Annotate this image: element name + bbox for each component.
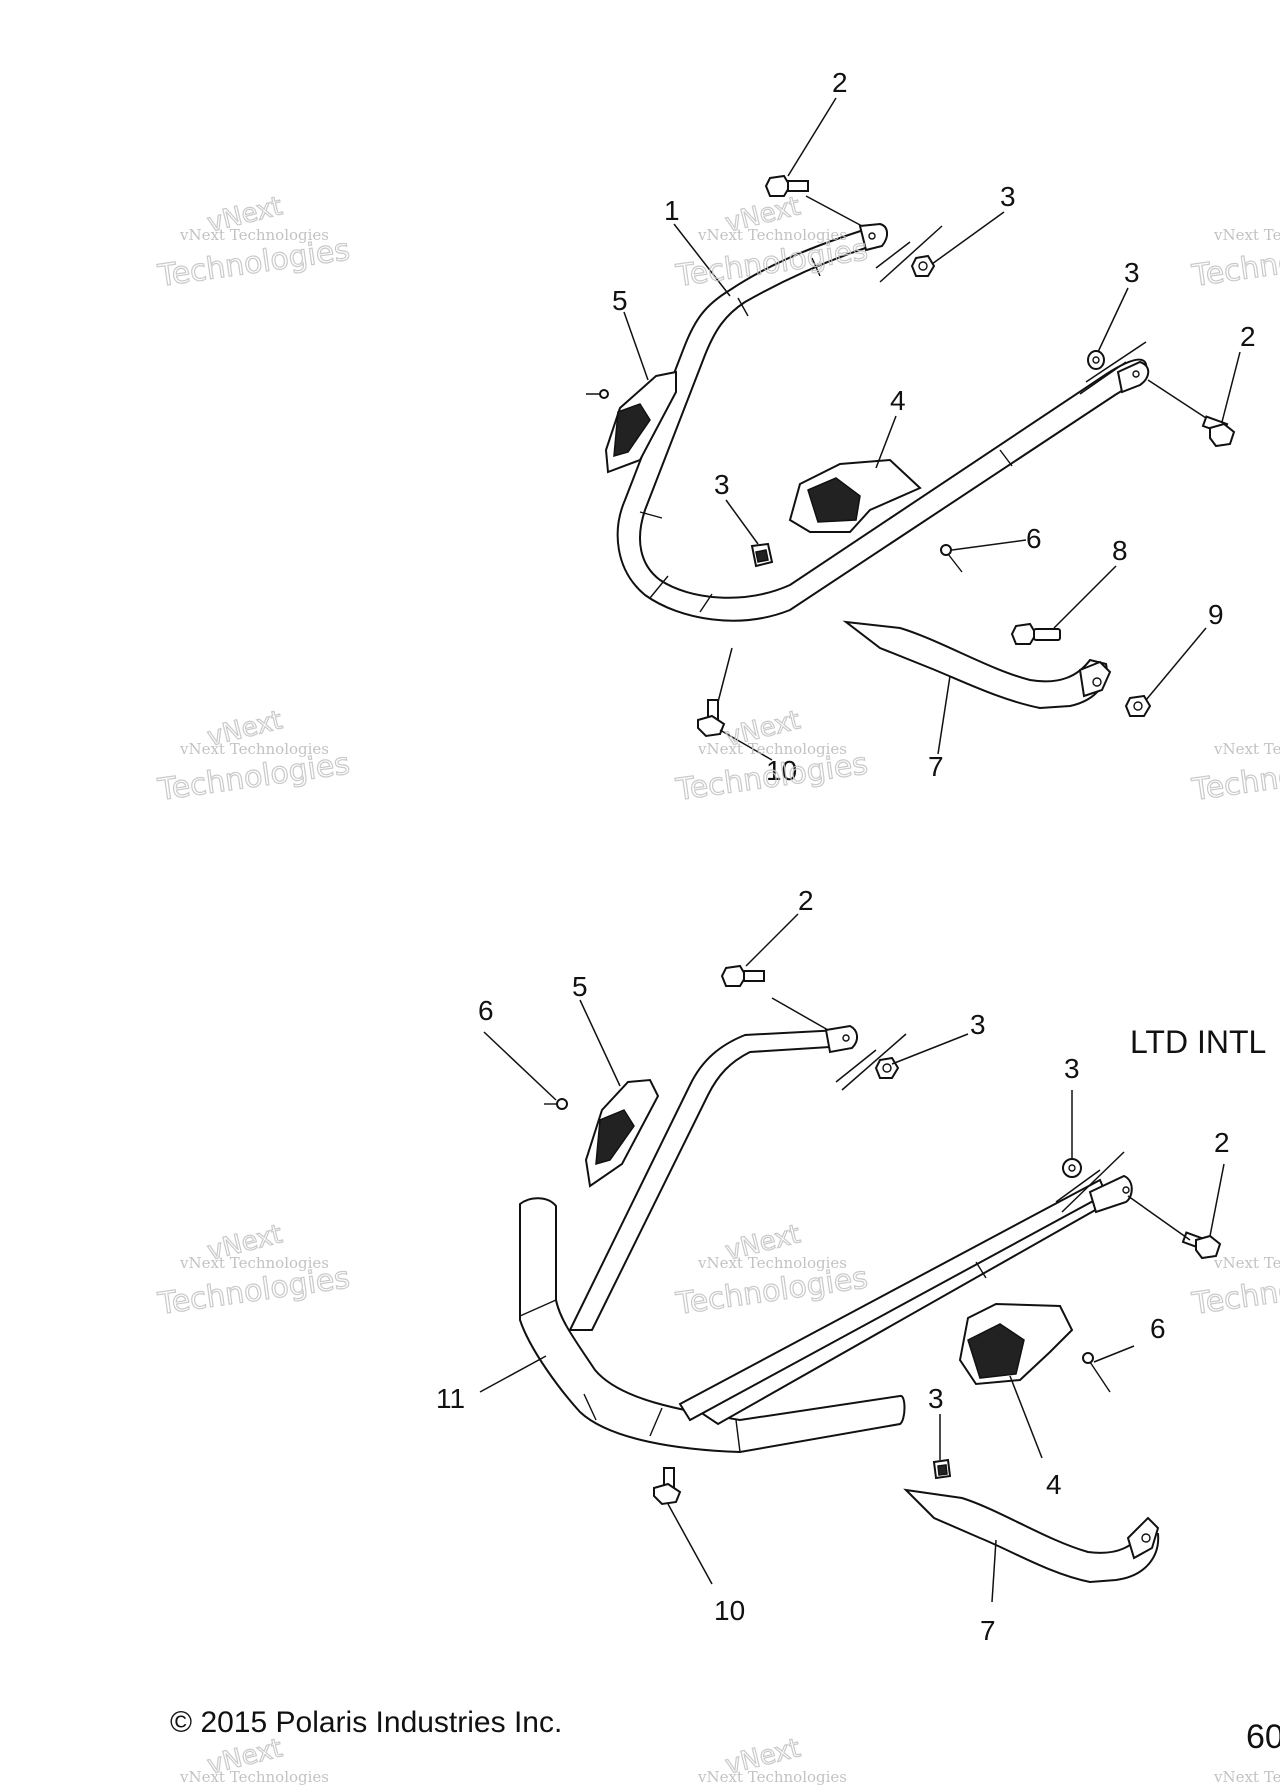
callout-top-5: 5 <box>612 285 628 316</box>
watermark: vNext Technologies Technologies <box>1189 1254 1280 1323</box>
block-4-top <box>788 458 922 533</box>
leader-lines-top <box>623 97 1241 761</box>
callout-top-6: 6 <box>1026 523 1042 554</box>
variant-label: LTD INTL <box>1130 1024 1267 1060</box>
tube-7-bottom <box>903 1488 1160 1584</box>
watermark: vNext Technologies <box>1213 1768 1280 1786</box>
watermark: vNext Technologies Technologies vNext <box>673 191 871 295</box>
bracket-5-bottom <box>584 1078 660 1188</box>
callout-top-3c: 3 <box>714 469 730 500</box>
clip-nut-3-bottom <box>932 1458 952 1480</box>
callout-top-2a: 2 <box>832 67 848 98</box>
bottom-assembly: 2 6 5 3 3 2 11 6 3 4 10 7 <box>436 885 1230 1646</box>
washer-3-right <box>1087 350 1105 370</box>
bumper-tube-11 <box>519 1024 1133 1454</box>
callout-top-2b: 2 <box>1240 321 1256 352</box>
svg-text:vNext Technologies: vNext Technologies <box>1213 740 1280 758</box>
callout-bottom-10: 10 <box>714 1595 745 1626</box>
callout-bottom-3a: 3 <box>970 1009 986 1040</box>
break-marks-bottom <box>835 1033 1125 1213</box>
top-assembly: 2 1 3 3 2 5 4 3 6 8 9 7 10 <box>586 67 1256 786</box>
svg-text:vNext Technologies: vNext Technologies <box>697 740 847 758</box>
nut-9 <box>1124 694 1152 717</box>
block-4-bottom <box>958 1302 1074 1386</box>
bolt-2-right <box>1201 415 1236 448</box>
callout-bottom-6b: 6 <box>1150 1313 1166 1344</box>
watermark: vNext Technologies Technologies vNext <box>155 191 353 295</box>
nut-3-bottom <box>874 1056 900 1079</box>
svg-text:vNext Technologies: vNext Technologies <box>697 226 847 244</box>
svg-text:vNext Technologies: vNext Technologies <box>179 1768 329 1786</box>
watermark: vNext Technologies Technologies <box>1189 740 1280 809</box>
watermark: vNext Technologies Technologies vNext <box>155 1219 353 1323</box>
bolt-10-top <box>697 699 726 738</box>
callout-top-9: 9 <box>1208 599 1224 630</box>
callout-top-4: 4 <box>890 385 906 416</box>
callout-top-1: 1 <box>664 195 680 226</box>
watermark: vNext Technologies Technologies vNext <box>155 705 353 809</box>
page-number: 60 <box>1246 1718 1280 1756</box>
watermark: vNext Technologies Technologies <box>1189 226 1280 295</box>
svg-text:vNext Technologies: vNext Technologies <box>179 1254 329 1272</box>
callout-top-8: 8 <box>1112 535 1128 566</box>
tube-7-top <box>842 620 1112 710</box>
bracket-5-top <box>586 370 677 474</box>
svg-text:vNext Technologies: vNext Technologies <box>697 1254 847 1272</box>
callout-bottom-4: 4 <box>1046 1469 1062 1500</box>
svg-text:vNext Technologies: vNext Technologies <box>179 740 329 758</box>
callout-bottom-3b: 3 <box>1064 1053 1080 1084</box>
callout-bottom-2b: 2 <box>1214 1127 1230 1158</box>
callout-bottom-3c: 3 <box>928 1383 944 1414</box>
svg-text:vNext Technologies: vNext Technologies <box>697 1768 847 1786</box>
callout-top-3a: 3 <box>1000 181 1016 212</box>
callout-top-10: 10 <box>766 755 797 786</box>
callout-bottom-6a: 6 <box>478 995 494 1026</box>
clip-nut-3-top <box>750 542 774 568</box>
rivet-6-bottom-right <box>1082 1352 1111 1393</box>
svg-text:vNext Technologies: vNext Technologies <box>1213 1254 1280 1272</box>
bolt-2-bottom-right <box>1181 1231 1222 1260</box>
rivet-6-bottom-left <box>544 1098 568 1110</box>
nut-3-top <box>910 254 936 277</box>
rivet-6-top <box>940 544 963 573</box>
break-marks-top <box>875 225 1147 395</box>
bolt-10-bottom <box>653 1467 682 1506</box>
watermark: vNext Technologies Technologies vNext <box>673 1219 871 1323</box>
leader-lines-bottom <box>479 913 1225 1603</box>
watermarks: vNext Technologies Technologies vNext vN… <box>155 191 1280 1786</box>
callout-top-3b: 3 <box>1124 257 1140 288</box>
bolt-2-bottom-left <box>720 964 765 987</box>
watermark: vNext Technologies vNext <box>697 1733 847 1786</box>
bolt-8 <box>1010 622 1061 645</box>
callout-bottom-5: 5 <box>572 971 588 1002</box>
watermark: vNext Technologies vNext <box>179 1733 329 1786</box>
callout-bottom-7: 7 <box>980 1615 996 1646</box>
svg-text:vNext Technologies: vNext Technologies <box>1213 226 1280 244</box>
copyright-notice: © 2015 Polaris Industries Inc. <box>170 1706 563 1739</box>
callout-bottom-11: 11 <box>436 1383 465 1414</box>
bolt-2-top-left <box>764 174 809 197</box>
callout-top-7: 7 <box>928 751 944 782</box>
washer-3-bottom-right <box>1062 1158 1082 1178</box>
bumper-tube-1 <box>616 222 1150 622</box>
svg-text:vNext Technologies: vNext Technologies <box>179 226 329 244</box>
callout-bottom-2a: 2 <box>798 885 814 916</box>
svg-text:vNext Technologies: vNext Technologies <box>1213 1768 1280 1786</box>
